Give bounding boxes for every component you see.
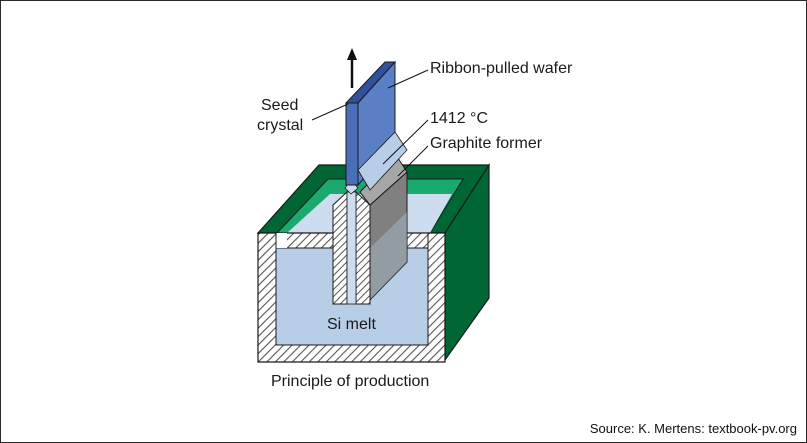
seed-crystal-label-line2: crystal [257,117,304,134]
leader-ribbon-wafer [387,69,429,89]
ribbon-wafer-label: Ribbon-pulled wafer [430,60,573,77]
leader-graphite-former [397,145,429,177]
leader-seed-crystal [311,103,349,121]
melt-meniscus-overlay [370,212,407,300]
caption: Principle of production [271,373,430,390]
graphite-former-front-right [355,190,371,305]
capillary-slit [346,191,357,305]
pull-arrow-head [347,48,357,60]
source-credit: Source: K. Mertens: textbook-pv.org [589,421,797,436]
graphite-former-front-left [332,190,348,305]
ribbon-wafer-front [345,102,359,186]
temperature-label: 1412 °C [430,110,488,127]
melt-upper-band [276,233,287,248]
seed-crystal-label-line1: Seed [261,97,299,114]
leader-temperature [382,119,429,165]
growth-zone-band [357,131,408,191]
si-melt-label: Si melt [327,316,376,333]
graphite-former-label: Graphite former [430,135,543,152]
